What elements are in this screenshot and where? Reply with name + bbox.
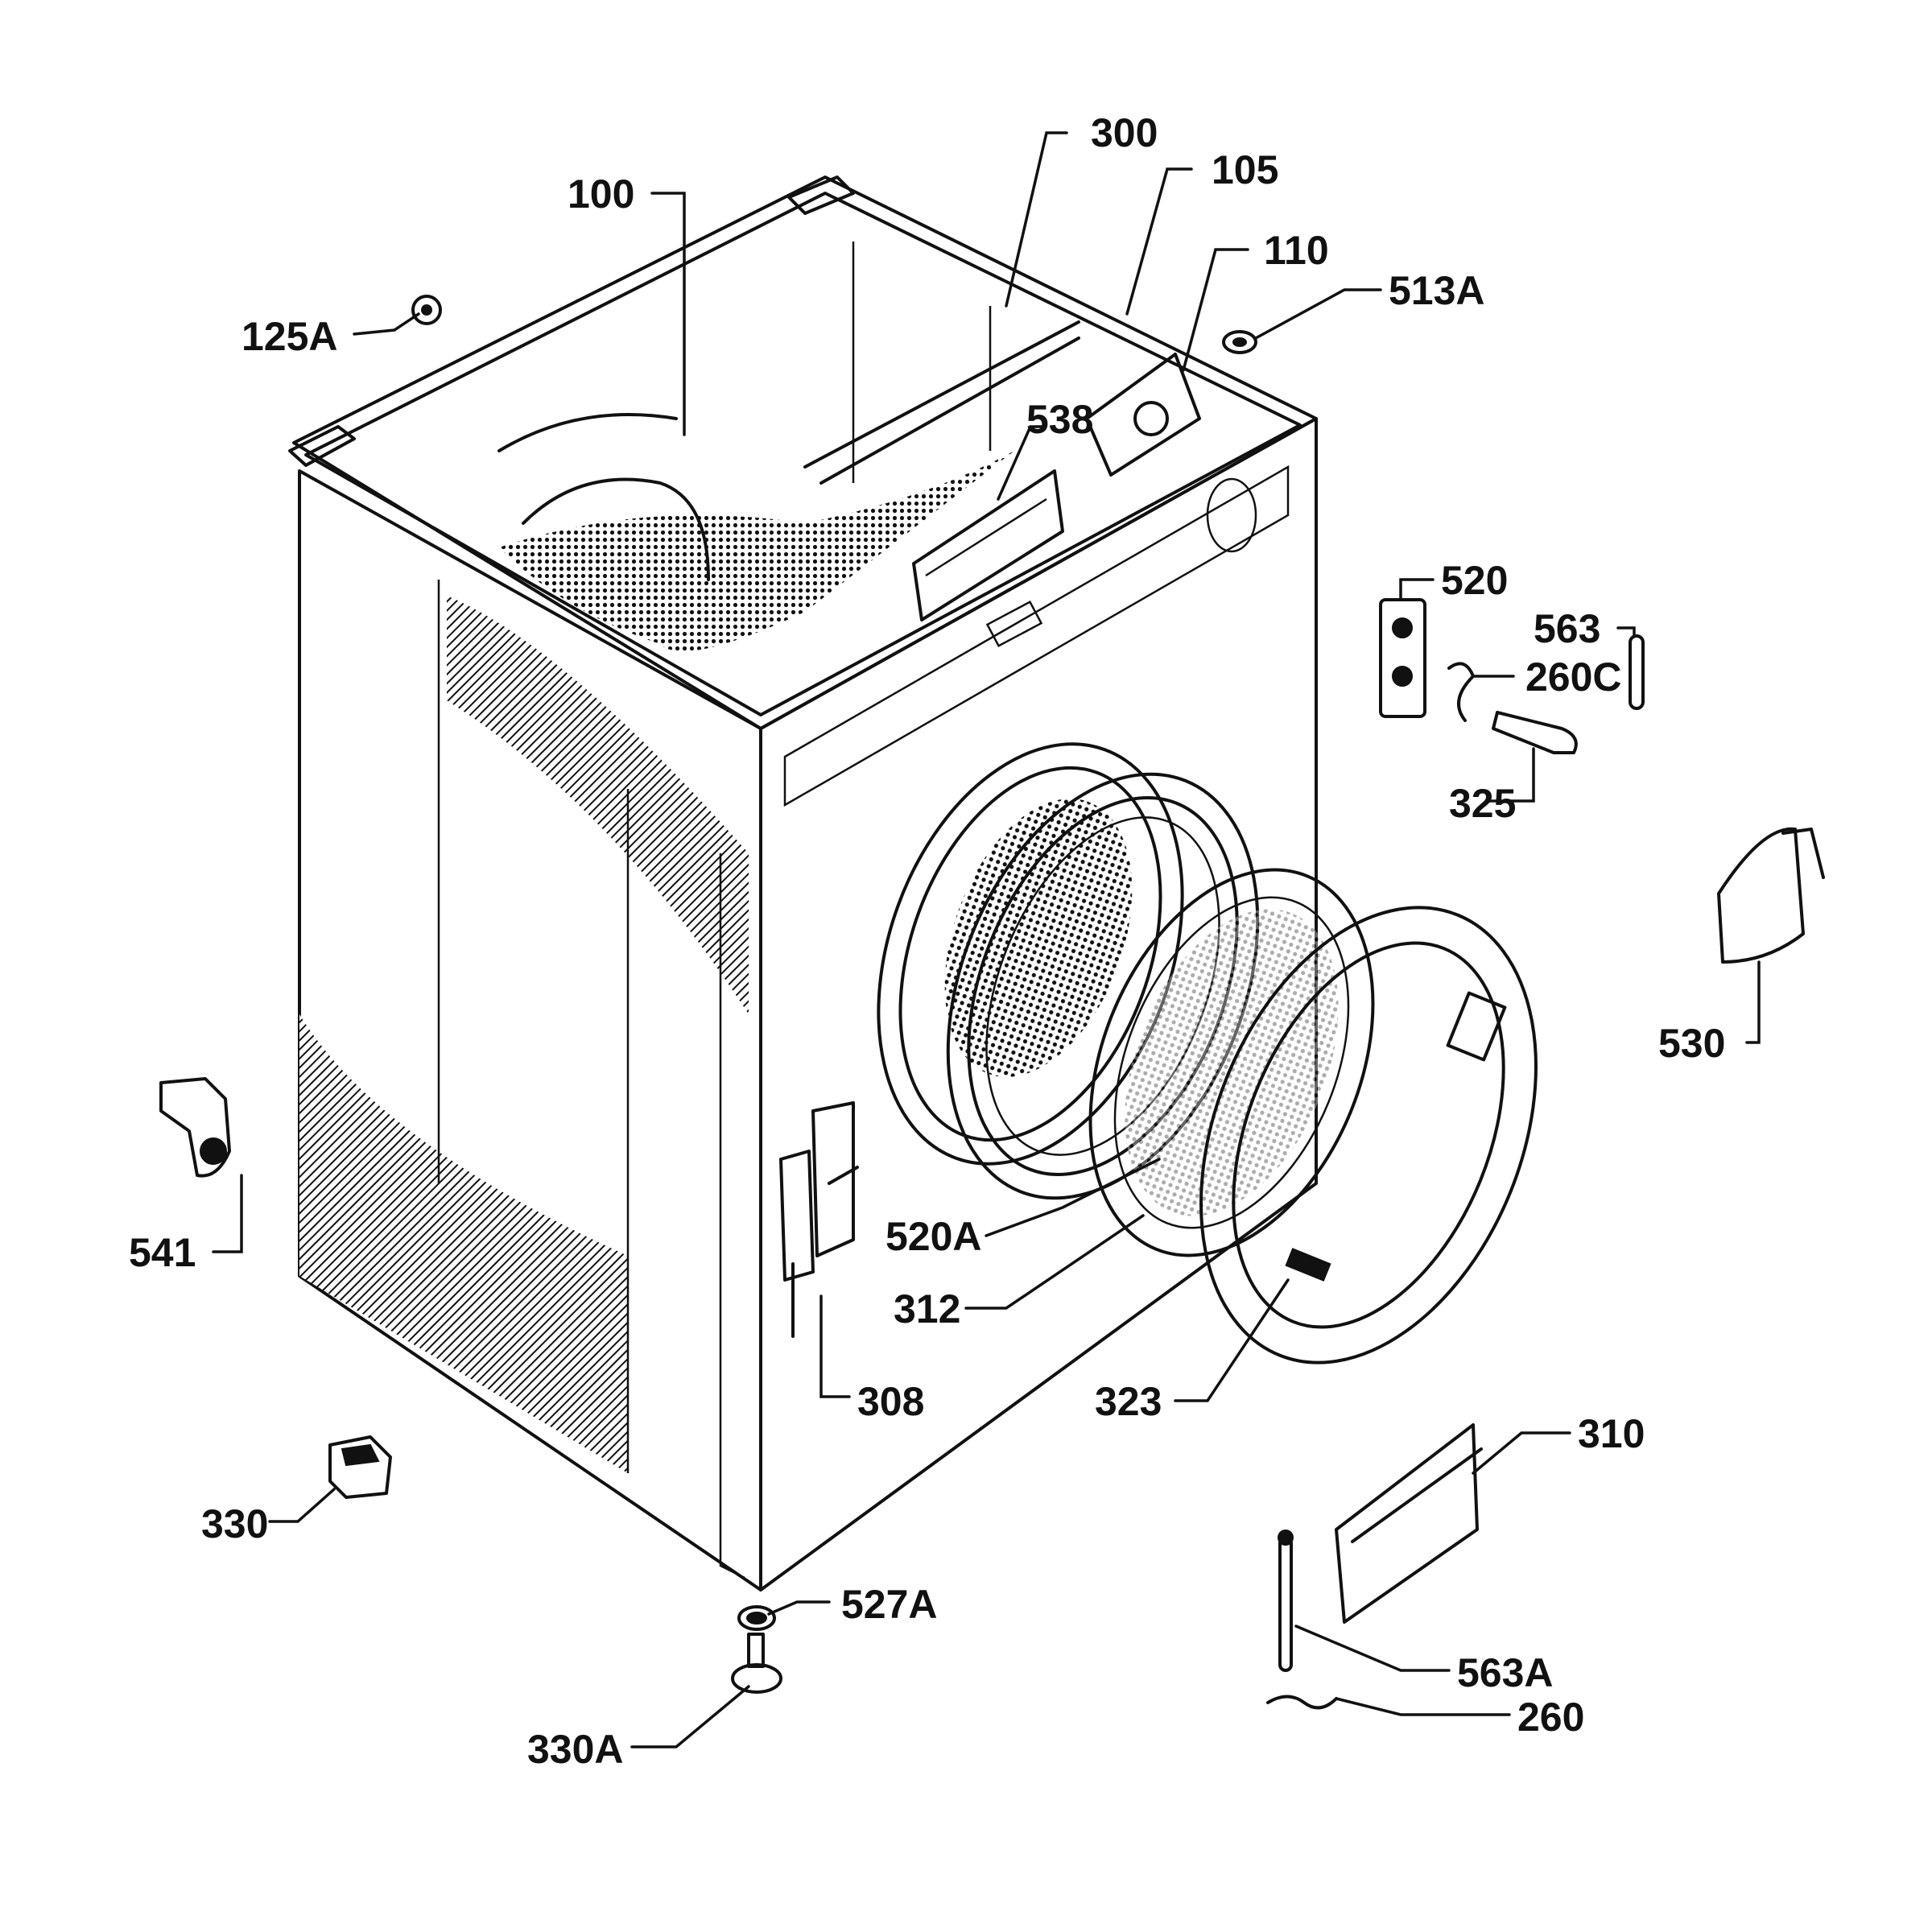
label-538: 538: [1026, 397, 1093, 442]
drum-interior: [499, 451, 1014, 651]
label-527a: 527A: [841, 1582, 938, 1627]
label-105: 105: [1212, 147, 1278, 192]
callout-labels: 300 105 100 110 513A 125A 538 520 563 26…: [129, 110, 1725, 1772]
leader-lines: [212, 131, 1761, 1748]
part-325-lever: [1492, 711, 1578, 754]
label-563a: 563A: [1457, 1650, 1554, 1695]
part-260c-spring: [1447, 662, 1475, 722]
label-310: 310: [1578, 1411, 1645, 1456]
door-ring: [1199, 906, 1538, 1364]
label-541: 541: [129, 1230, 196, 1275]
door-hinge-assembly: [779, 1101, 859, 1338]
label-325: 325: [1449, 781, 1516, 826]
label-125a: 125A: [242, 314, 338, 359]
side-shading: [299, 1014, 628, 1473]
part-330a-leveling-foot: [731, 1633, 782, 1694]
label-100: 100: [568, 171, 634, 217]
label-300: 300: [1091, 110, 1158, 155]
part-520-lock: [1379, 598, 1426, 718]
part-563-pin: [1629, 634, 1645, 710]
part-110-bracket: [1085, 353, 1201, 477]
label-110: 110: [1264, 228, 1329, 273]
part-125a-clip: [411, 295, 442, 325]
part-563a-rod: [1278, 1530, 1294, 1672]
part-310-panel: [1335, 1423, 1483, 1624]
label-513a: 513A: [1389, 268, 1485, 313]
label-563: 563: [1534, 606, 1600, 651]
part-330-foot-block: [328, 1435, 392, 1499]
part-513a-clip: [1222, 330, 1257, 354]
part-541-pump: [159, 1077, 231, 1178]
label-260c: 260C: [1525, 654, 1622, 700]
label-323: 323: [1095, 1379, 1162, 1424]
part-530-cover: [1717, 827, 1825, 964]
label-520: 520: [1441, 558, 1508, 603]
cabinet-frame: [288, 175, 1318, 1592]
label-260: 260: [1517, 1695, 1584, 1740]
label-308: 308: [857, 1379, 924, 1424]
label-330a: 330A: [527, 1727, 624, 1772]
part-527a-nut: [737, 1605, 776, 1631]
label-520a: 520A: [886, 1214, 982, 1259]
drum-mesh: [944, 799, 1133, 1077]
part-538-board: [912, 469, 1064, 621]
label-312: 312: [894, 1286, 960, 1331]
label-530: 530: [1658, 1021, 1725, 1066]
part-260-spring: [1266, 1695, 1338, 1710]
label-330: 330: [201, 1501, 268, 1546]
